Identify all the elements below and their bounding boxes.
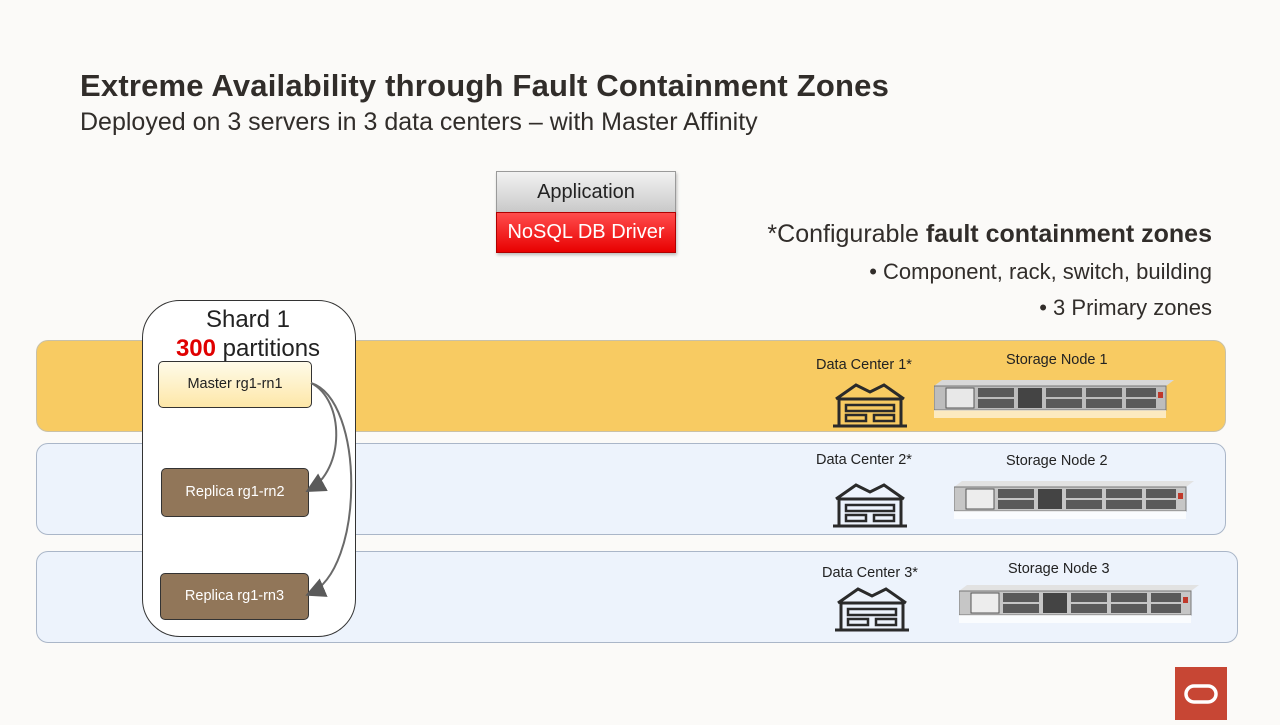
slide-subtitle: Deployed on 3 servers in 3 data centers … bbox=[80, 108, 758, 136]
storage-node-2-label: Storage Node 2 bbox=[1006, 453, 1108, 469]
replica-node-3: Replica rg1-rn3 bbox=[160, 573, 309, 620]
replication-arrow-to-rn2 bbox=[305, 382, 338, 492]
note-bullet-1: • Component, rack, switch, building bbox=[869, 259, 1212, 284]
building-icon bbox=[833, 383, 907, 428]
shard-partitions: 300 partitions bbox=[142, 335, 354, 363]
rack-server-icon bbox=[959, 585, 1199, 623]
fault-zone-note: *Configurable fault containment zones bbox=[767, 220, 1212, 249]
building-icon bbox=[833, 483, 907, 528]
nosql-driver-box: NoSQL DB Driver bbox=[496, 212, 676, 253]
partition-label: partitions bbox=[215, 335, 321, 362]
rack-server-icon bbox=[934, 380, 1174, 418]
oracle-logo bbox=[1175, 667, 1227, 720]
storage-node-1-label: Storage Node 1 bbox=[1006, 352, 1108, 368]
oracle-logo-mark bbox=[1184, 684, 1218, 704]
storage-node-3-label: Storage Node 3 bbox=[1008, 561, 1110, 577]
replica-node-2: Replica rg1-rn2 bbox=[161, 468, 309, 517]
data-center-3-label: Data Center 3* bbox=[822, 565, 918, 581]
note-bullet-2: • 3 Primary zones bbox=[1039, 295, 1212, 320]
fault-zone-note-prefix: *Configurable bbox=[767, 220, 926, 248]
rack-server-icon bbox=[954, 481, 1194, 519]
partition-count: 300 bbox=[175, 335, 216, 362]
slide-title: Extreme Availability through Fault Conta… bbox=[80, 68, 890, 103]
master-node: Master rg1-rn1 bbox=[158, 361, 312, 408]
fault-zone-note-emphasis: fault containment zones bbox=[925, 220, 1212, 248]
building-icon bbox=[835, 587, 909, 632]
shard-title: Shard 1 bbox=[205, 306, 291, 333]
data-center-1-label: Data Center 1* bbox=[816, 357, 912, 373]
data-center-2-label: Data Center 2* bbox=[816, 452, 912, 468]
replication-arrow-to-rn3 bbox=[305, 382, 353, 597]
